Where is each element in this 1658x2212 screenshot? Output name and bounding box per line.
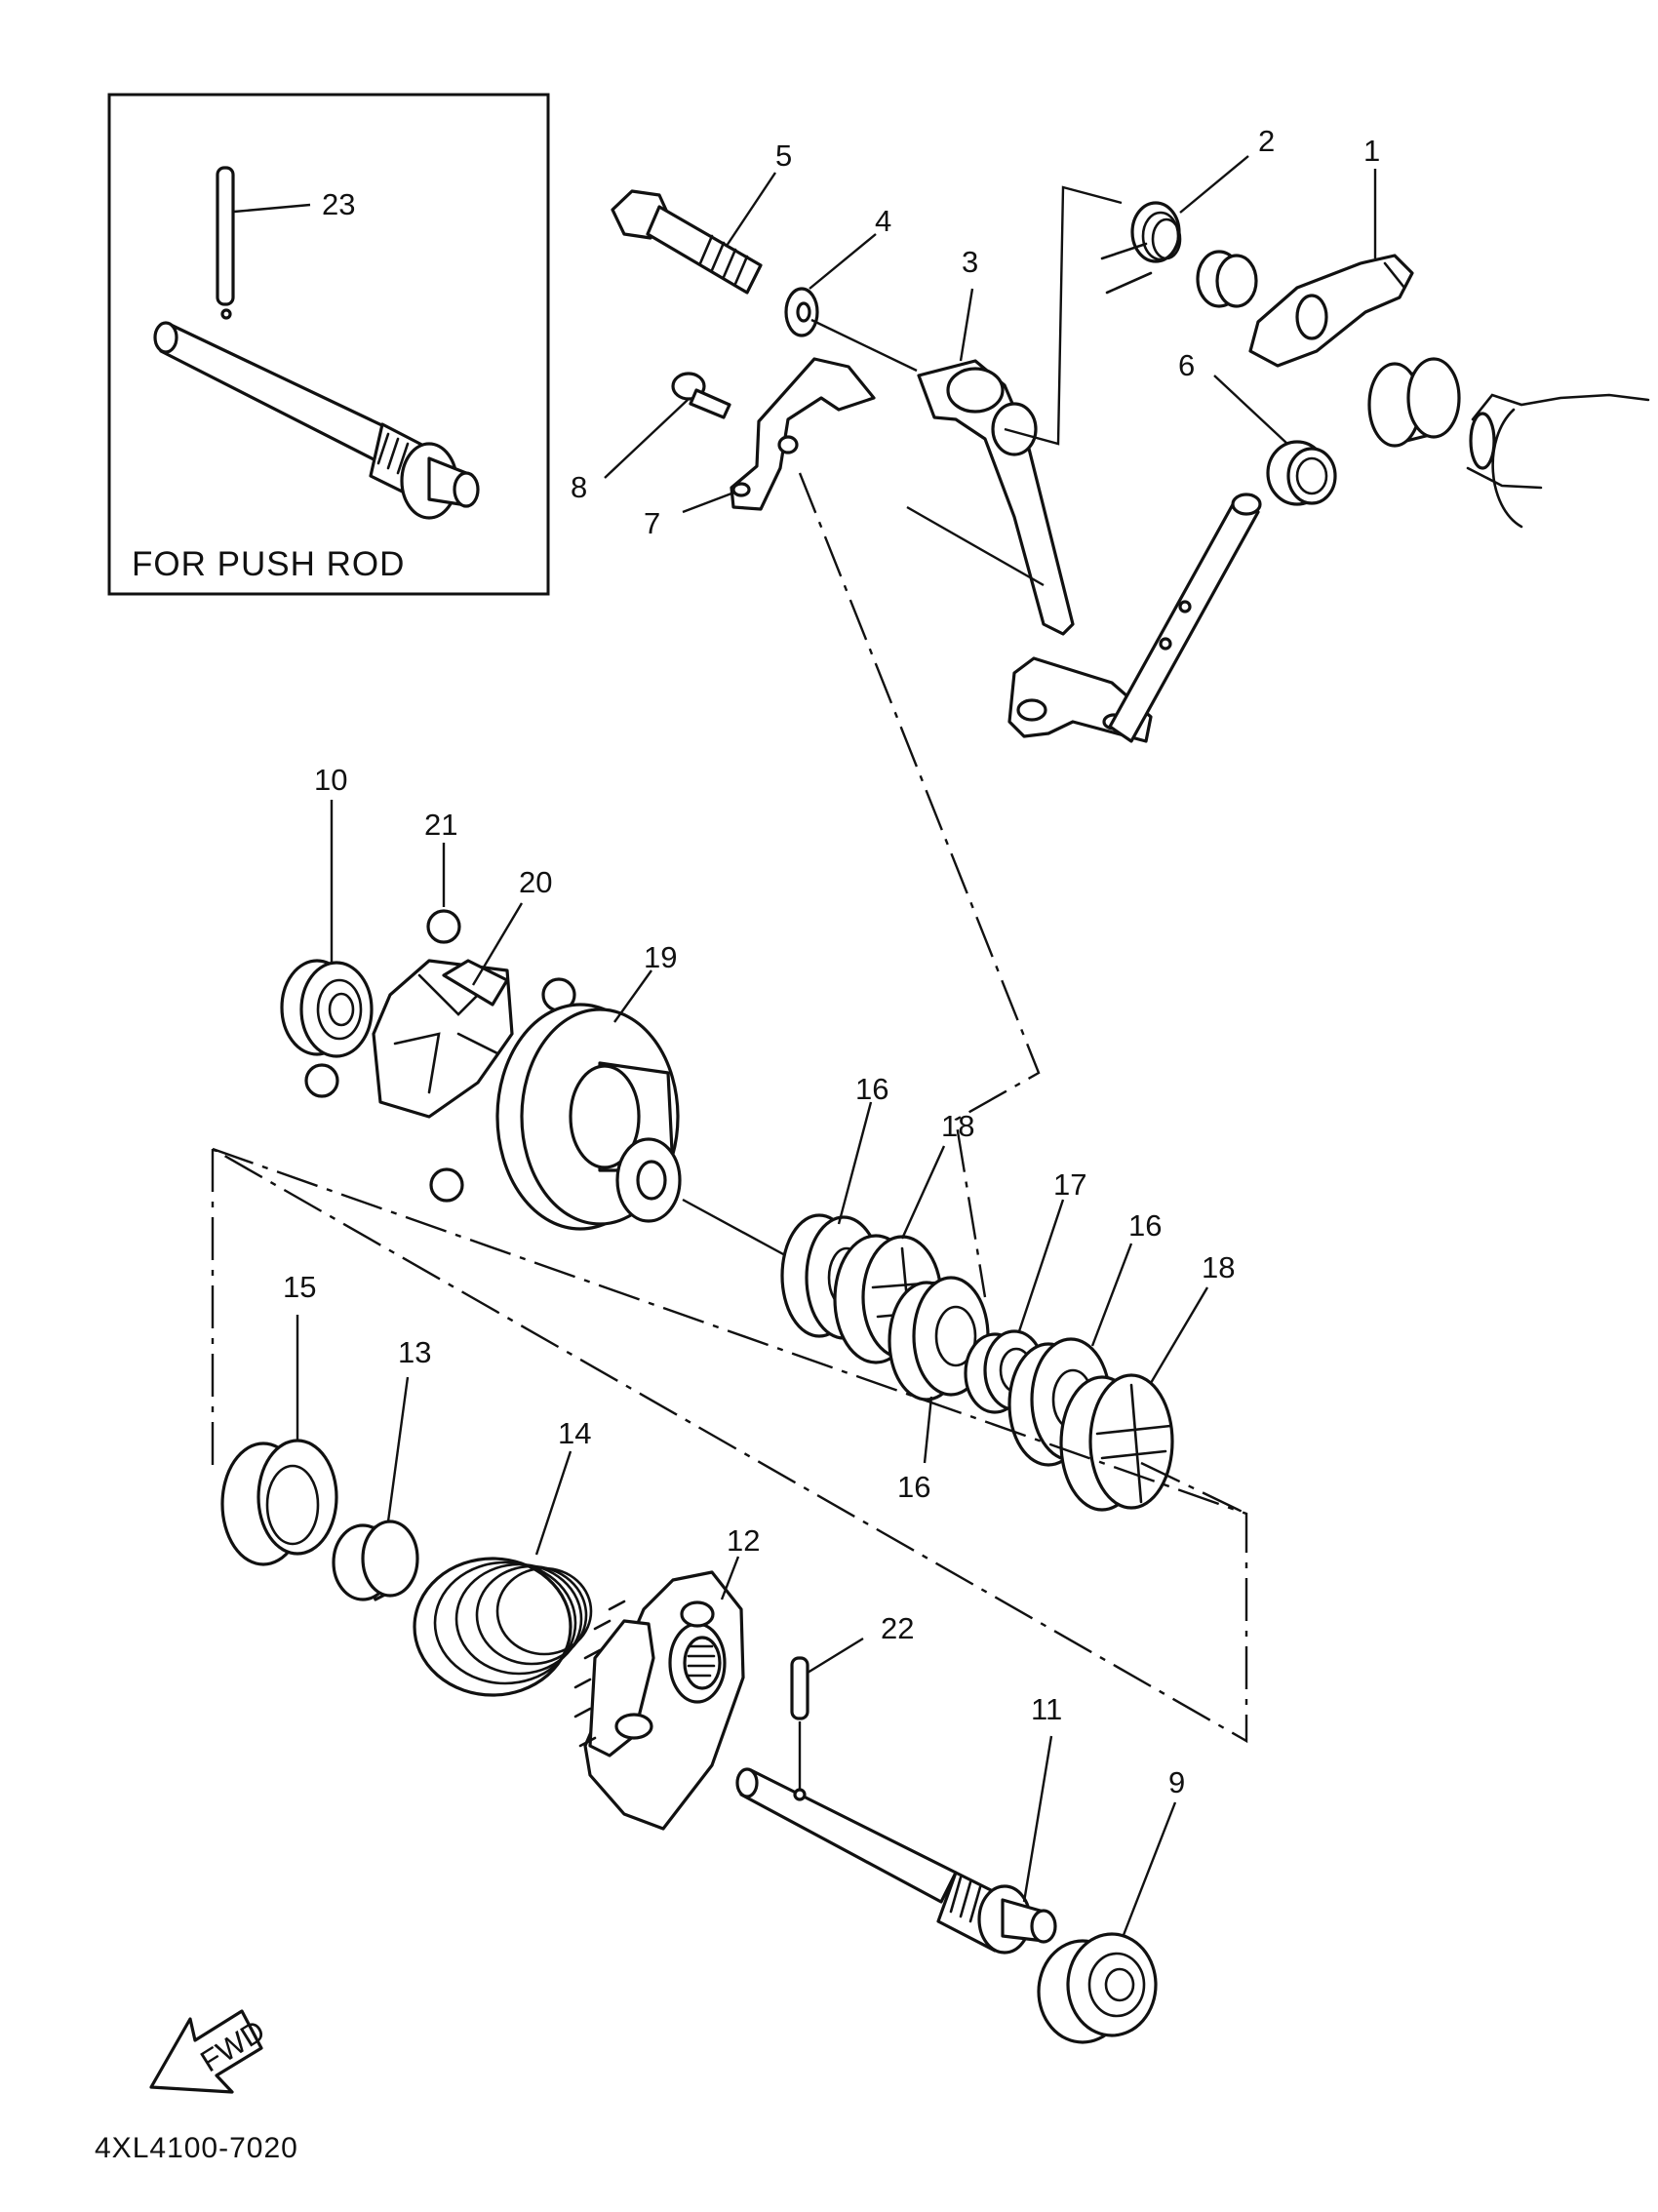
part-13-collar [332,1520,419,1601]
inset-push-rod: 23 FOR PUSH ROD [107,93,550,596]
callout-16-c: 16 [897,1470,930,1504]
fwd-arrow-icon: FWD [149,2009,271,2094]
callout-21: 21 [424,808,457,842]
upper-collar [1196,250,1258,308]
part-6-oil-seal [1266,440,1337,506]
callout-17: 17 [1053,1167,1086,1202]
callout-15: 15 [283,1270,316,1304]
callout-18-b: 18 [1202,1250,1235,1284]
part-10-bearing [280,959,374,1058]
part-20-ratchet [372,959,514,1119]
callout-9: 9 [1168,1765,1185,1799]
callout-23: 23 [322,187,355,221]
callout-14: 14 [558,1416,591,1450]
inset-caption: FOR PUSH ROD [132,545,405,583]
callout-2: 2 [1258,124,1275,158]
callout-10: 10 [314,763,347,797]
callout-1: 1 [1363,134,1380,168]
part-4-washer [784,287,819,337]
part-12-kick-idle-gear [573,1570,745,1831]
part-7-bracket [730,357,876,511]
catalog-code: 4XL4100-7020 [95,2132,298,2164]
part-8-screw [671,372,731,419]
callout-16-a: 16 [855,1072,888,1106]
callout-19: 19 [644,940,677,974]
callout-4: 4 [875,204,891,238]
callout-22: 22 [881,1611,914,1645]
callout-11: 11 [1031,1692,1062,1726]
upper-bushing [1367,357,1461,448]
upper-kick-shaft [1108,493,1262,743]
part-14-torsion-spring [413,1557,593,1697]
callout-3: 3 [962,245,978,279]
part-15-oil-seal [220,1439,338,1566]
callout-5: 5 [775,138,792,173]
callout-16-b: 16 [1128,1208,1162,1243]
part-23-pin [216,166,235,306]
callout-13: 13 [398,1335,431,1369]
part-21-balls [304,909,576,1203]
part-1-guide [1248,254,1414,368]
callout-8: 8 [571,470,587,504]
part-9-bearing [1037,1932,1158,2044]
crankcase-outline [1466,393,1650,529]
callout-7: 7 [644,506,660,540]
part-19-kick-gear [495,1003,682,1231]
part-18-ratchet-b [1059,1373,1174,1512]
callout-6: 6 [1178,348,1195,382]
part-11-kick-shaft [735,1767,1057,1955]
inset-shaft [153,308,480,520]
part-3-kick-arm [917,359,1153,743]
part-5-bolt [611,189,763,295]
callout-20: 20 [519,865,552,899]
callout-12: 12 [727,1523,760,1558]
callout-18-a: 18 [941,1109,974,1143]
part-22-pin [790,1656,809,1720]
part-2-spring [1100,201,1182,295]
